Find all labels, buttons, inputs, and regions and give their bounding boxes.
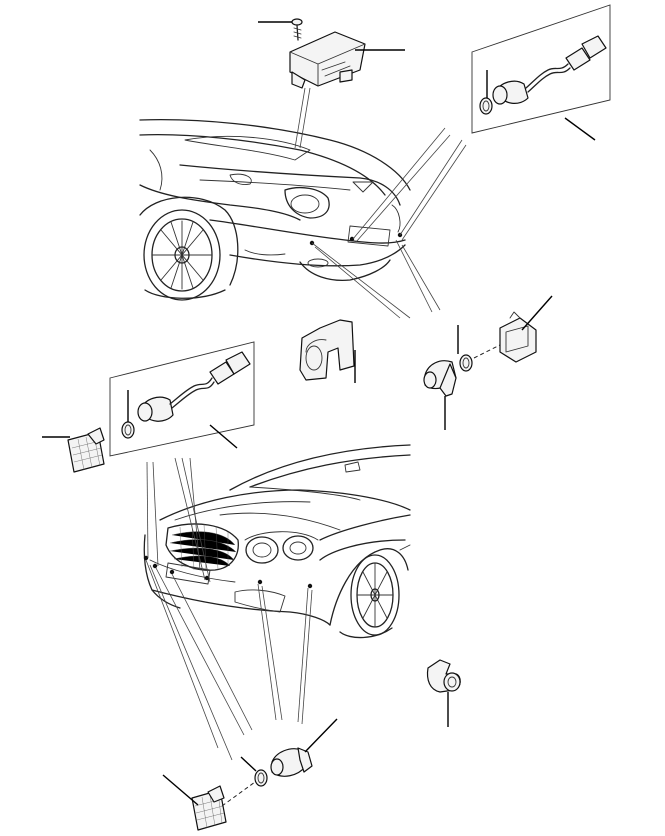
seal-ring-icon [457, 325, 473, 372]
parking-sensor-icon [270, 718, 338, 777]
leader-lines-front-harness [146, 457, 211, 583]
seal-ring-icon [479, 97, 493, 115]
sensor-harness-icon [492, 35, 607, 105]
clip-icon [426, 659, 461, 727]
assembly-axis-front [221, 781, 256, 807]
seal-ring-icon [121, 421, 135, 439]
bracket-icon [299, 319, 356, 383]
rear-car-illustration [139, 119, 411, 301]
leader-lines-rear-sensors [311, 127, 467, 319]
sensor-harness-icon [137, 351, 251, 422]
leader-lines-top [258, 21, 405, 149]
sensor-mount-icon [162, 774, 227, 831]
sensor-mount-icon [42, 427, 105, 473]
parking-sensor-icon [423, 360, 457, 430]
control-module-icon [289, 31, 366, 89]
seal-ring-icon [240, 756, 268, 787]
rear-sensor-harness-box [471, 4, 611, 141]
assembly-axis-rear [473, 344, 501, 359]
front-car-illustration [143, 444, 411, 639]
sensor-mount-icon [499, 295, 553, 363]
leader-lines-front-sensors [145, 559, 313, 761]
front-sensor-harness-box [109, 341, 255, 457]
screw-icon [291, 18, 303, 41]
